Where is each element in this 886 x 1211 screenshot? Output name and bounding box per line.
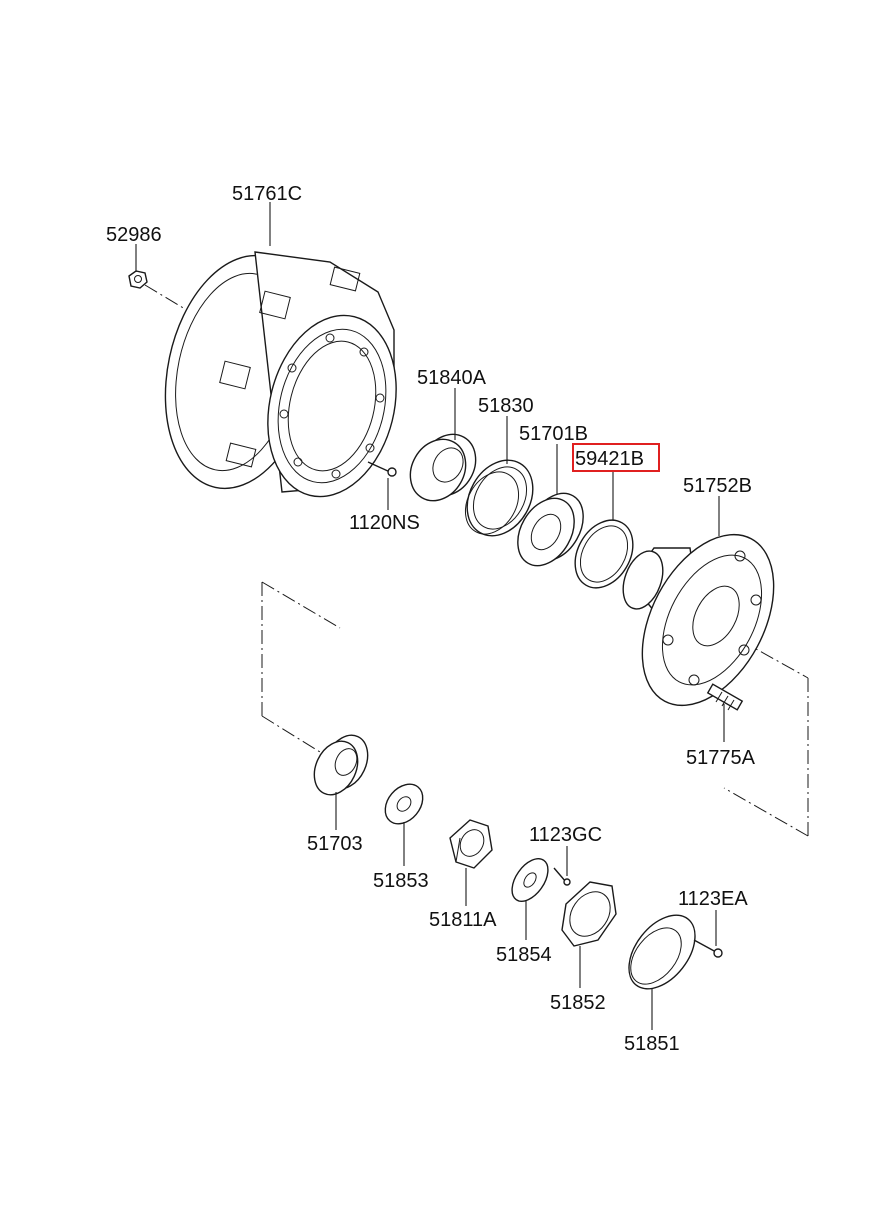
label-51752B: 51752B (683, 475, 752, 497)
oil-seal (409, 433, 477, 502)
label-51851: 51851 (624, 1033, 680, 1055)
label-51854: 51854 (496, 944, 552, 966)
part-labels: 51761C 52986 51840A 51830 51701B 59421B … (106, 183, 756, 1055)
label-59421B: 59421B (575, 448, 644, 470)
label-51775A: 51775A (686, 747, 756, 769)
wheel-bolt (706, 683, 744, 711)
label-51701B: 51701B (519, 423, 588, 445)
label-52986: 52986 (106, 224, 162, 246)
label-1120NS: 1120NS (349, 512, 420, 534)
inner-bearing (517, 492, 584, 567)
drum-screw (367, 461, 397, 477)
label-51703: 51703 (307, 833, 363, 855)
label-1123GC: 1123GC (529, 824, 602, 846)
label-51853: 51853 (373, 870, 429, 892)
outer-bearing (313, 734, 369, 796)
cap-screw (693, 939, 723, 958)
snap-ring (574, 519, 634, 589)
label-51830: 51830 (478, 395, 534, 417)
wheel-nut (128, 270, 148, 289)
gasket (561, 881, 617, 947)
lock-screw (553, 867, 571, 886)
label-51840A: 51840A (417, 367, 487, 389)
highlight-box (572, 443, 660, 472)
label-51852: 51852 (550, 992, 606, 1014)
label-1123EA: 1123EA (678, 888, 748, 910)
bearing-cup (464, 459, 534, 537)
leader-lines (135, 202, 725, 1030)
hub-cap (628, 914, 696, 990)
label-51811A: 51811A (429, 909, 497, 931)
washer (384, 783, 424, 825)
brake-drum (164, 251, 397, 498)
wheel-hub (622, 533, 775, 707)
hub-nut (449, 819, 493, 869)
lock-plate (511, 858, 549, 902)
label-51761C: 51761C (232, 183, 302, 205)
